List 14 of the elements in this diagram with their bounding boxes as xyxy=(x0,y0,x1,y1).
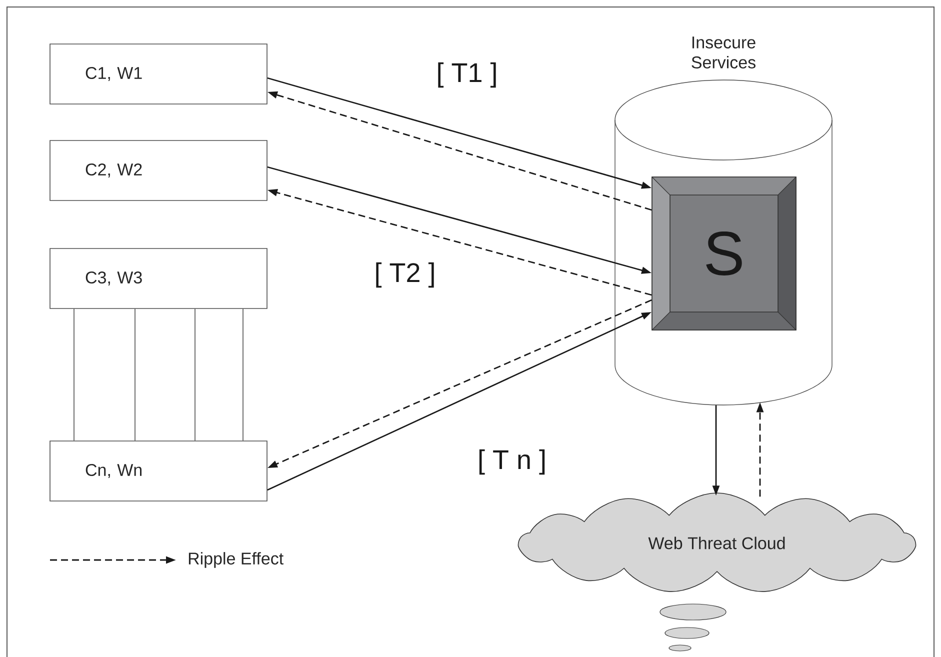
node-label: Insecure Services xyxy=(692,36,756,68)
key-square: S xyxy=(652,176,796,330)
transaction-label: [ T n ] xyxy=(479,449,545,475)
transaction-label: [ T1 ] xyxy=(438,62,496,88)
legend-text: Ripple Effect xyxy=(188,552,284,568)
client-box: C2, W2 xyxy=(50,140,268,201)
connector-line xyxy=(134,308,136,441)
transaction-label: [ T2 ] xyxy=(376,262,434,288)
client-box: C1, W1 xyxy=(50,44,268,104)
client-box: C3, W3 xyxy=(50,248,268,309)
client-box: Cn, Wn xyxy=(50,440,268,502)
connector-line xyxy=(194,308,196,441)
cloud: Web Threat Cloud xyxy=(518,492,916,592)
connector-line xyxy=(242,308,244,441)
